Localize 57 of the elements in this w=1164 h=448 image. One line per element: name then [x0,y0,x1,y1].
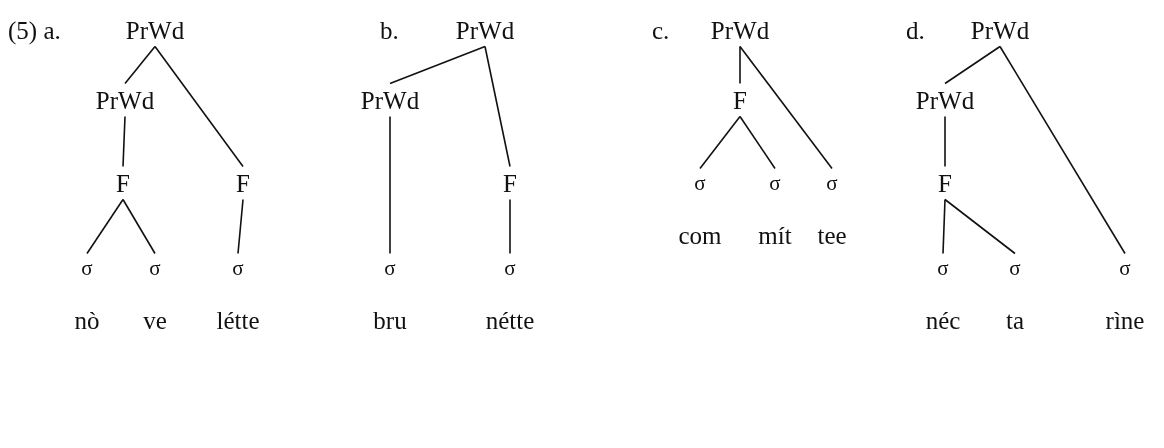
category-label: PrWd [360,87,420,113]
branch-line [124,45,156,85]
branch-line [509,198,511,255]
category-label: PrWd [125,17,185,43]
syllable-text: nò [74,307,100,333]
category-label: PrWd [970,17,1030,43]
category-label: F [938,170,952,196]
category-label: F [733,87,747,113]
branch-line [942,198,946,255]
branch-line [944,198,1016,255]
branch-line [739,45,741,85]
syllable-symbol: σ [769,172,781,194]
syllable-symbol: σ [232,257,244,279]
example-label: (5) a. [8,17,61,43]
syllable-symbol: σ [1009,257,1021,279]
branch-line [122,198,156,255]
syllable-text: tee [817,222,847,248]
example-label: c. [652,17,670,43]
syllable-symbol: σ [504,257,516,279]
syllable-text: ve [143,307,167,333]
example-label: d. [906,17,925,43]
syllable-text: mít [758,222,792,248]
syllable-symbol: σ [694,172,706,194]
example-label: b. [380,17,399,43]
syllable-text: ta [1006,307,1024,333]
branch-line [389,115,391,255]
category-label: F [236,170,250,196]
syllable-text: nétte [485,307,535,333]
branch-line [484,45,511,168]
category-label: F [116,170,130,196]
syllable-text: rìne [1105,307,1145,333]
branch-line [739,45,833,170]
syllable-text: néc [925,307,961,333]
branch-line [154,45,244,168]
category-label: PrWd [455,17,515,43]
branch-line [389,45,486,85]
syllable-symbol: σ [149,257,161,279]
branch-line [944,115,946,168]
branch-line [944,45,1001,85]
syllable-symbol: σ [937,257,949,279]
category-label: PrWd [915,87,975,113]
syllable-symbol: σ [826,172,838,194]
syllable-text: com [678,222,722,248]
syllable-symbol: σ [384,257,396,279]
syllable-text: bru [373,307,407,333]
branch-line [122,115,126,168]
syllable-symbol: σ [1119,257,1131,279]
category-label: PrWd [710,17,770,43]
branch-line [699,115,741,170]
syllable-symbol: σ [81,257,93,279]
branch-line [237,198,244,255]
syllable-text: létte [216,307,260,333]
category-label: PrWd [95,87,155,113]
branch-line [739,115,776,170]
branch-line [999,45,1126,255]
branch-line [86,198,124,255]
category-label: F [503,170,517,196]
